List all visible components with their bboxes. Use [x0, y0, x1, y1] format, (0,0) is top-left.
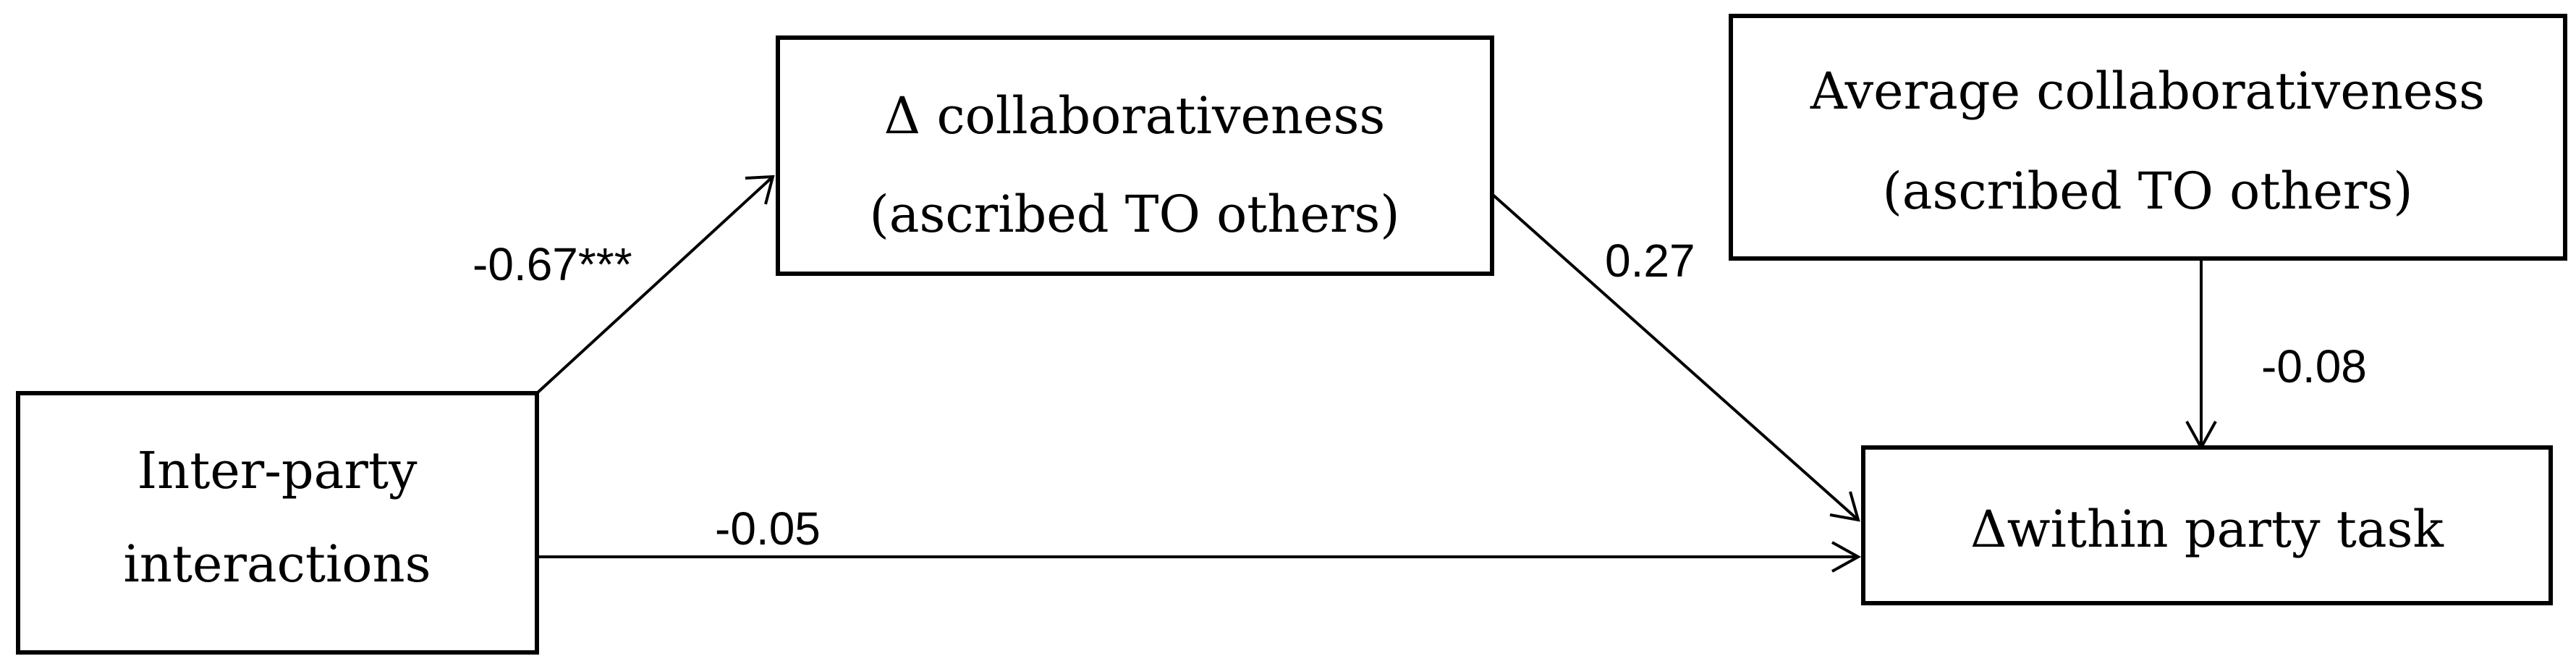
node-label-line-2: interactions	[123, 534, 431, 594]
node-within-party-task: Δwithin party task	[1861, 445, 2553, 605]
edge-delta-collab-to-outcome	[1491, 193, 1860, 522]
coefficient-avg-collab-to-outcome: -0.08	[2261, 340, 2367, 392]
node-label-line-2: (ascribed TO others)	[1882, 161, 2412, 221]
node-label-line-1: Δwithin party task	[1970, 500, 2444, 559]
node-label-line-1: Inter-party	[137, 441, 418, 500]
node-box	[16, 391, 539, 655]
edge-line	[535, 175, 774, 395]
node-box	[1729, 14, 2567, 261]
arrowhead-icon	[745, 175, 775, 205]
arrowhead-icon	[1829, 491, 1860, 522]
coefficient-interactions-to-outcome: -0.05	[715, 503, 821, 555]
arrowhead-icon	[1831, 541, 1862, 573]
coefficient-delta-collab-to-outcome: 0.27	[1605, 235, 1695, 287]
node-delta-collaborativeness: Δ collaborativeness (ascribed TO others)	[776, 35, 1494, 276]
edge-interactions-to-delta-collab	[535, 175, 775, 395]
node-label-line-1: Average collaborativeness	[1810, 62, 2485, 121]
edge-line	[1491, 193, 1860, 521]
node-label-line-2: (ascribed TO others)	[869, 185, 1399, 244]
node-inter-party-interactions: Inter-party interactions	[16, 391, 539, 655]
node-box	[1861, 445, 2553, 605]
node-average-collaborativeness: Average collaborativeness (ascribed TO o…	[1729, 14, 2567, 261]
edge-interactions-to-outcome	[537, 541, 1862, 573]
edge-avg-collab-to-outcome	[2185, 259, 2217, 451]
coefficient-interactions-to-delta-collab: -0.67***	[473, 238, 632, 290]
node-label-line-1: Δ collaborativeness	[884, 86, 1386, 146]
node-box	[776, 35, 1494, 276]
